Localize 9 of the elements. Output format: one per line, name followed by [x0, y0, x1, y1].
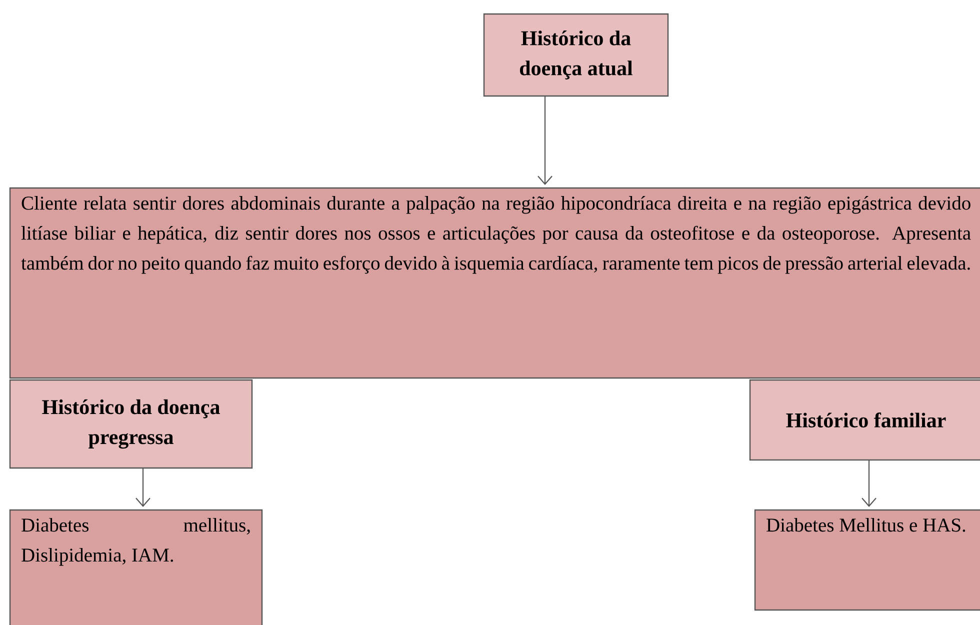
text-box: Diabetes Mellitus e HAS. — [754, 509, 980, 611]
heading-box: Histórico familiar — [749, 379, 980, 461]
text-box: Cliente relata sentir dores abdominais durante a palpação na região hipocondríaca direita e na região epigástrica devido litíase biliar e hepática, diz sentir dores nos ossos e articulações por causa da osteofitose e da osteoporose. Apresenta também dor no peito quando faz muito esforço devido à isquemia cardíaca, raramente tem picos de pressão arterial elevada. — [9, 187, 980, 379]
heading-box: Histórico da doença pregressa — [9, 379, 253, 469]
arrow — [136, 468, 150, 507]
text-box: Diabetes mellitus, Dislipidemia, IAM. — [9, 509, 263, 625]
arrow — [538, 96, 552, 185]
heading-box: Histórico da doença atual — [483, 13, 669, 97]
arrow — [862, 460, 876, 507]
